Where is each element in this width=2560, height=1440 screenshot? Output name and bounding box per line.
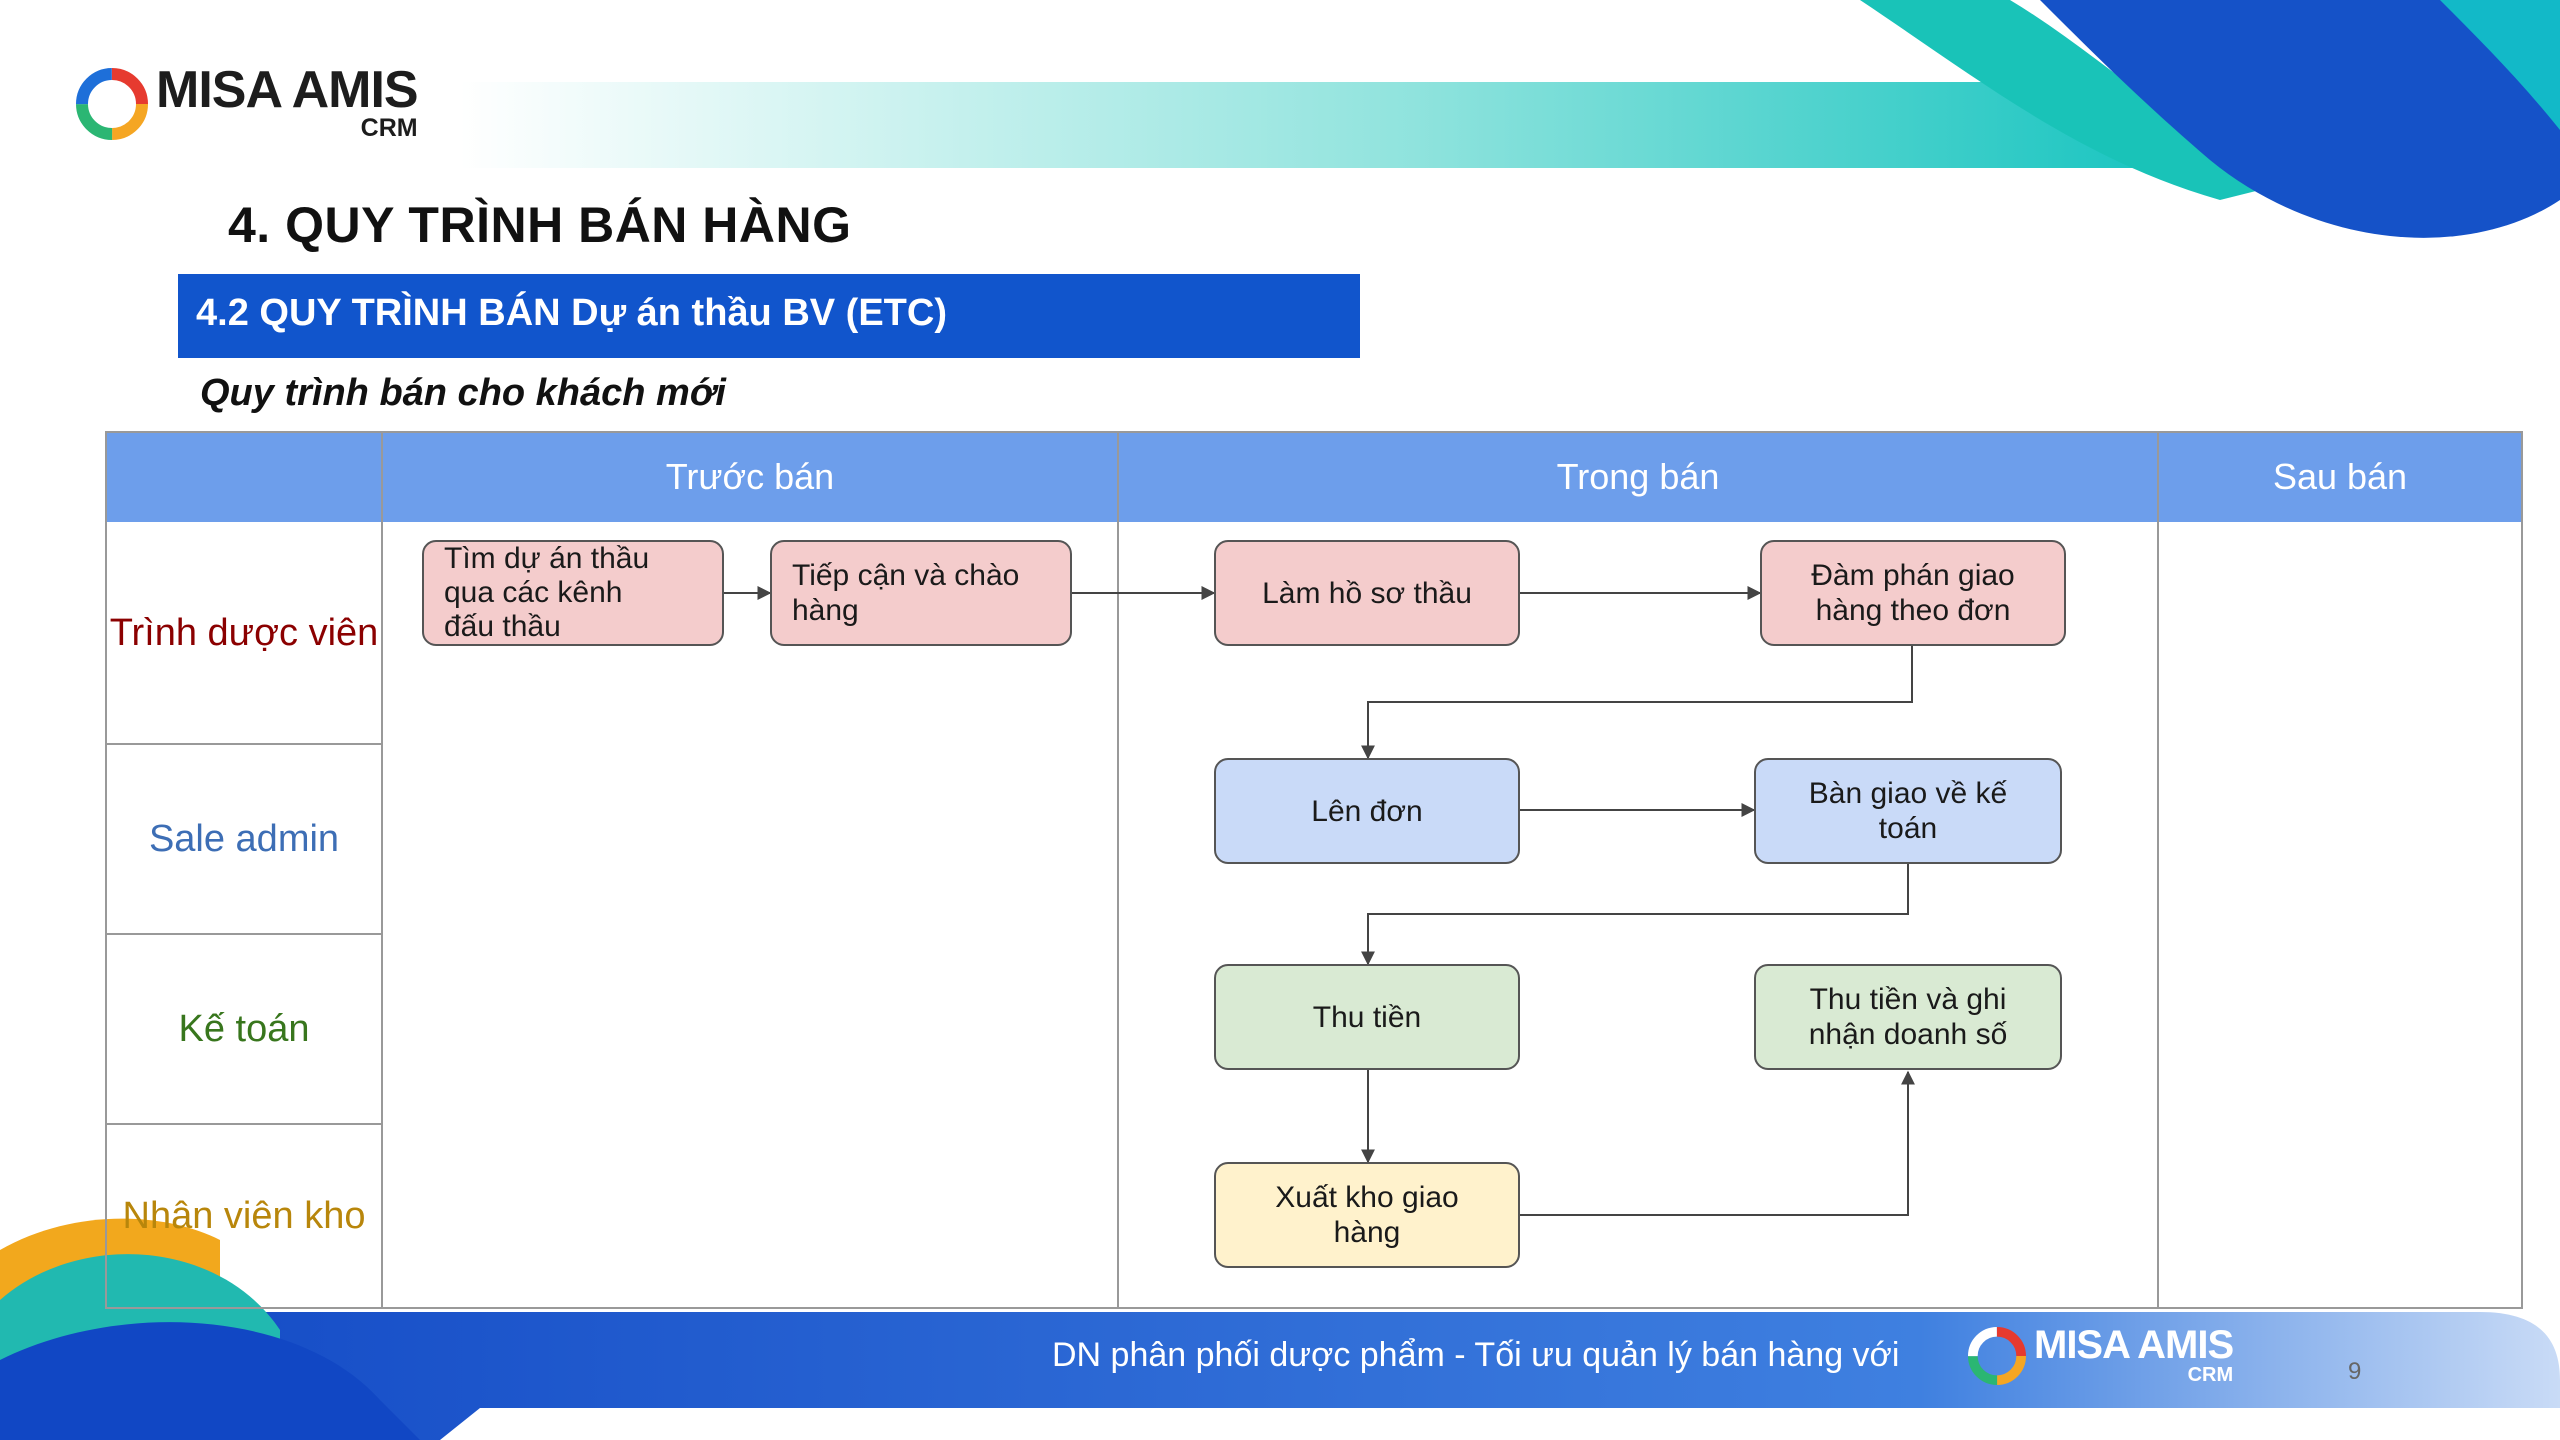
node-collect-payment: Thu tiền [1214,964,1520,1070]
phase-during-sale: Trong bán [1556,456,1720,497]
cyan-corner-shape [2440,0,2560,130]
teal-swoosh-shape [1860,0,2300,200]
node-negotiate-delivery: Đàm phán giao hàng theo đơn [1760,540,2066,646]
phase-header-band [106,432,2522,522]
node-create-order: Lên đơn [1214,758,1520,864]
diagram-frame [105,431,2523,1309]
phase-after-sale: Sau bán [2272,456,2408,497]
lane-label-accountant: Kế toán [178,1008,310,1050]
section-subtitle: 4.2 QUY TRÌNH BÁN Dự án thầu BV (ETC) [196,292,947,334]
page-number: 9 [2348,1358,2362,1385]
footer-logo: MISA AMIS CRM [1968,1323,2234,1386]
page-title: 4. QUY TRÌNH BÁN HÀNG [228,197,852,253]
footer-tagline: DN phân phối dược phẩm - Tối ưu quản lý … [1052,1336,1900,1374]
footer-logo-product: CRM [2187,1364,2234,1386]
blue-blob-shape [2040,0,2560,238]
blue-blob-bottom-shape [0,1322,420,1440]
edge-n6-n7 [1361,864,1909,966]
logo-product-text: CRM [360,114,418,142]
node-handover-accounting: Bàn giao về kế toán [1754,758,2062,864]
node-prepare-bid: Làm hồ sơ thầu [1214,540,1520,646]
phase-before-sale: Trước bán [665,456,835,497]
edge-n9-n8 [1520,1070,1915,1216]
edge-n4-n5 [1361,646,1913,760]
misa-amis-logo: MISA AMIS CRM [76,61,419,142]
node-approach-offer: Tiếp cận và chào hàng [770,540,1072,646]
subtitle-bar [178,274,1360,358]
diagram-caption: Quy trình bán cho khách mới [200,372,726,414]
footer-band-shape [0,1307,2560,1440]
lane-label-warehouse: Nhân viên kho [122,1195,366,1237]
footer-logo-brand: MISA AMIS [2034,1323,2234,1367]
logo-brand-text: MISA AMIS [156,61,419,119]
misa-logo-icon [1968,1327,2026,1385]
misa-logo-icon [76,68,148,140]
node-record-revenue: Thu tiền và ghi nhận doanh số [1754,964,2062,1070]
top-band-shape [460,82,2202,168]
node-warehouse-delivery: Xuất kho giao hàng [1214,1162,1520,1268]
node-find-tender: Tìm dự án thầu qua các kênh đấu thầu [422,540,724,646]
lane-label-sales-rep: Trình dược viên [109,612,379,654]
lane-label-sale-admin: Sale admin [148,818,340,860]
